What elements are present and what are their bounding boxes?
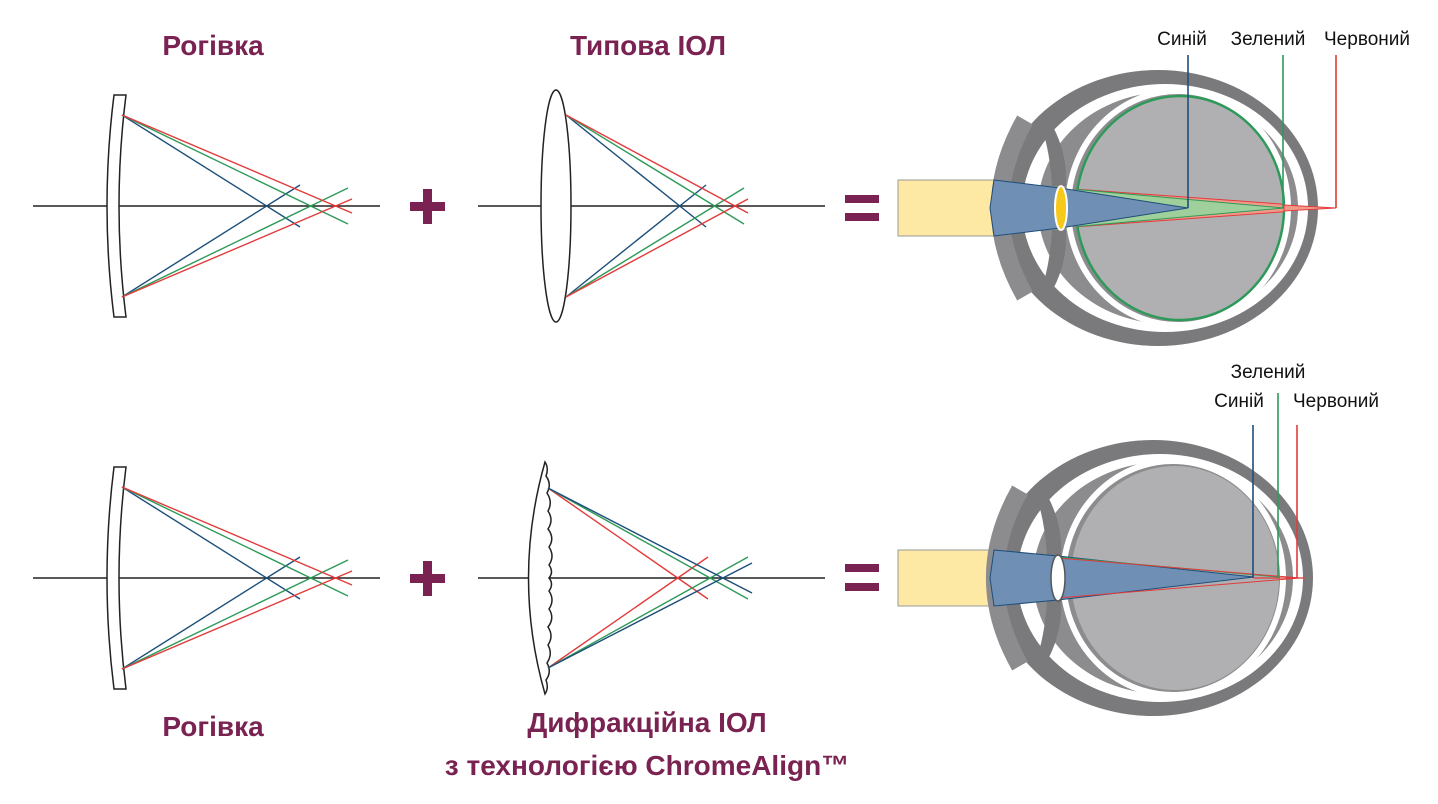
blue-ray <box>547 487 753 594</box>
cornea-shape <box>106 466 127 690</box>
top-focus-labels: Синій Зелений Червоний <box>1157 29 1410 208</box>
blue-ray <box>121 184 301 298</box>
red-ray <box>121 570 353 670</box>
red-cone-edge <box>1057 577 1301 599</box>
bottom-cornea-diagram <box>33 466 380 690</box>
top-cornea-title: Рогівка <box>162 30 264 61</box>
green-ray <box>121 559 349 670</box>
blue-ray <box>565 184 707 298</box>
top-iol-title: Типова ІОЛ <box>570 30 726 61</box>
eye-iris-lower <box>1035 600 1062 668</box>
eye-lens <box>1050 554 1066 602</box>
red-label: Червоний <box>1293 391 1379 412</box>
top-eye-diagram <box>897 70 1337 346</box>
bottom-iol-diagram <box>478 460 825 696</box>
top-iol-diagram <box>478 89 825 323</box>
green-ray <box>121 114 349 225</box>
equals-sign <box>845 564 879 591</box>
red-ray <box>565 198 749 298</box>
bottom-focus-labels: Зелений Синій Червоний <box>1214 362 1379 578</box>
green-ray <box>565 187 745 298</box>
incoming-light-beam <box>897 179 999 237</box>
blue-ray <box>121 486 301 600</box>
green-ray <box>121 187 349 298</box>
red-ray <box>121 114 353 214</box>
blue-label: Синій <box>1157 29 1207 50</box>
green-ray <box>121 486 349 597</box>
red-label: Червоний <box>1324 29 1410 50</box>
green-ray <box>547 487 749 600</box>
blue-ray <box>547 562 753 669</box>
top-row: Рогівка Типова ІОЛ <box>33 29 1410 346</box>
red-ray <box>121 198 353 298</box>
red-ray <box>547 487 709 600</box>
eye-iris-lower <box>1040 230 1067 298</box>
bottom-eye-diagram <box>897 440 1313 716</box>
eye-iris-upper <box>1035 488 1062 556</box>
bottom-iol-title-line1: Дифракційна ІОЛ <box>527 707 766 738</box>
blue-ray <box>121 556 301 670</box>
red-ray <box>121 486 353 586</box>
green-ray <box>547 556 749 669</box>
green-label: Зелений <box>1231 29 1306 50</box>
red-ray <box>565 114 749 214</box>
diffractive-iol-shape <box>527 460 553 696</box>
green-label: Зелений <box>1231 362 1306 383</box>
cornea-shape <box>106 94 127 318</box>
bottom-cornea-title: Рогівка <box>162 711 264 742</box>
incoming-light-beam <box>897 549 999 607</box>
top-cornea-diagram <box>33 94 380 318</box>
plus-sign <box>410 189 445 224</box>
eye-lens <box>1054 185 1068 231</box>
blue-ray <box>121 114 301 228</box>
blue-label: Синій <box>1214 391 1264 412</box>
eye-iris-upper <box>1040 118 1067 186</box>
bottom-row: Рогівка Дифракційна ІОЛ з технологією Ch… <box>33 362 1379 781</box>
red-cone-edge <box>1057 557 1301 579</box>
iol-lens-shape <box>540 89 572 323</box>
blue-ray <box>565 114 707 228</box>
plus-sign <box>410 561 445 596</box>
red-cone-tip <box>1283 204 1337 212</box>
equals-sign <box>845 195 879 221</box>
green-ray <box>565 114 745 225</box>
bottom-iol-title-line2: з технологією ChromeAlign™ <box>445 750 849 781</box>
red-ray <box>547 556 709 669</box>
